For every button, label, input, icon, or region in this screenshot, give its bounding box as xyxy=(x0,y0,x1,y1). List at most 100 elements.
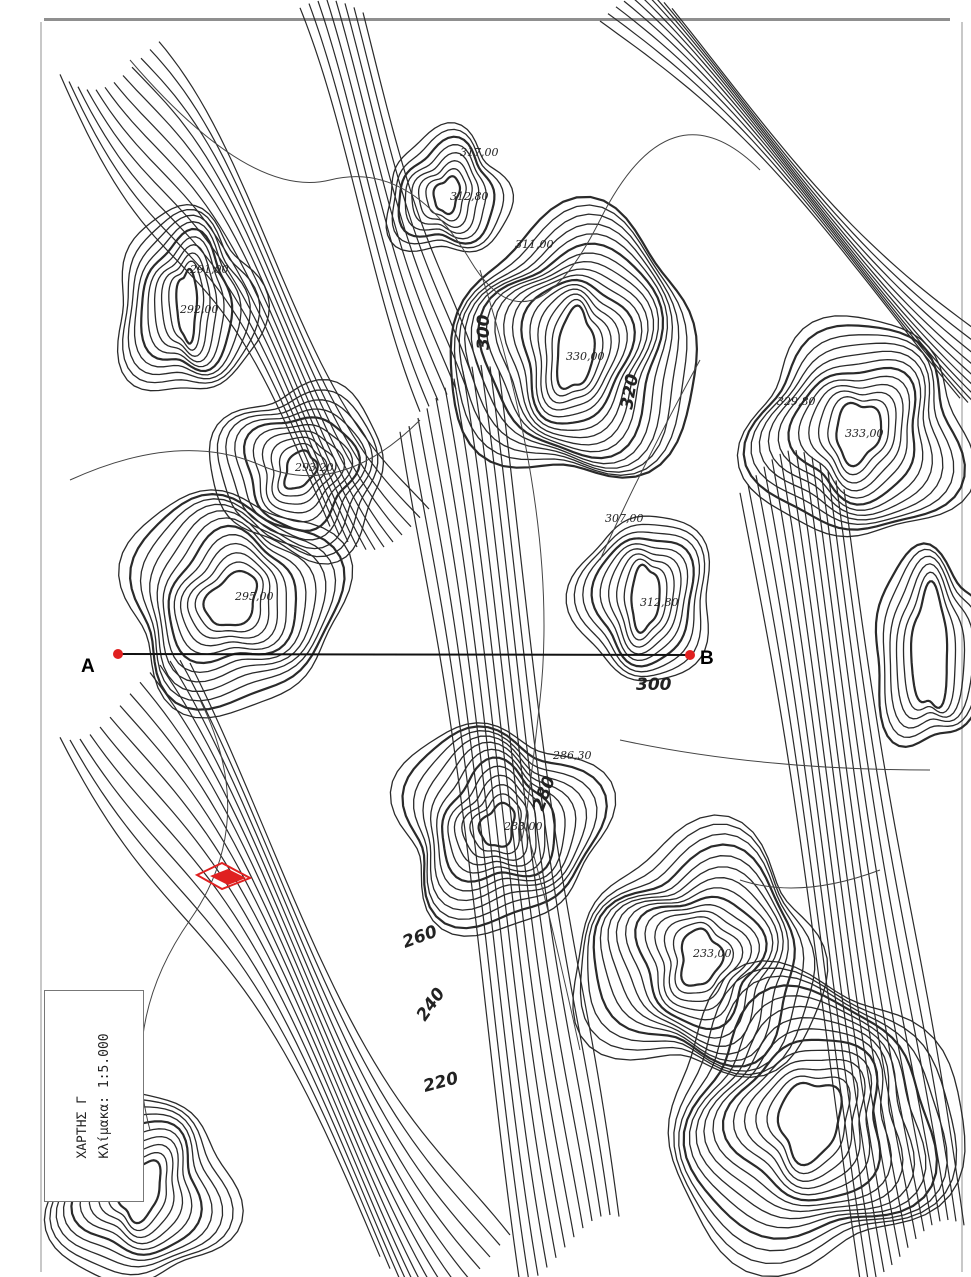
contour-line xyxy=(385,122,515,253)
contour-line xyxy=(216,389,379,558)
spot-elevation: 312,80 xyxy=(640,596,679,609)
contour-line xyxy=(671,8,971,328)
contour-label-300-east: 300 xyxy=(636,675,672,695)
contour-line xyxy=(835,401,883,468)
spot-elevation: 312,80 xyxy=(450,190,489,203)
contour-line xyxy=(795,450,917,1240)
contour-line xyxy=(464,223,674,469)
spot-elevation: 317,00 xyxy=(460,146,499,159)
contour-line xyxy=(777,358,924,511)
contour-line xyxy=(69,739,391,1269)
contour-line xyxy=(544,293,612,404)
contour-line xyxy=(743,1058,866,1190)
contour-line xyxy=(787,450,909,1248)
contour-line xyxy=(672,921,735,994)
contour-line xyxy=(133,221,242,376)
contour-line xyxy=(77,86,349,543)
contour-line xyxy=(607,866,784,1055)
contour-line xyxy=(95,89,367,550)
contour-line xyxy=(147,236,225,368)
contour-line xyxy=(758,342,944,521)
profile-line-ab xyxy=(117,653,691,656)
contour-line xyxy=(122,75,394,543)
stream-path xyxy=(69,419,421,481)
contour-line xyxy=(470,233,669,465)
contour-line xyxy=(277,442,328,497)
spot-elevation: 333,00 xyxy=(845,427,884,440)
contour-line xyxy=(721,1038,882,1202)
contour-line xyxy=(843,489,965,1226)
contour-label-280: 280 xyxy=(529,773,560,813)
contour-line xyxy=(104,86,376,551)
contour-line xyxy=(202,569,259,627)
contour-line xyxy=(787,366,917,506)
contour-line xyxy=(208,379,385,565)
spot-elevation: 311,00 xyxy=(515,238,554,251)
contour-line xyxy=(234,408,368,541)
contour-line xyxy=(827,471,949,1221)
contour-line xyxy=(624,887,774,1039)
contour-line xyxy=(158,41,430,510)
map-legend: ΧΑΡΤΗΣ Γ Κλίμακα: 1:5.000 xyxy=(44,990,144,1202)
contour-line xyxy=(391,128,505,249)
contour-line xyxy=(680,927,725,987)
viewpoint-eye-icon xyxy=(194,861,253,891)
scan-right-edge xyxy=(961,22,963,1272)
contour-line xyxy=(779,453,901,1257)
stream-path xyxy=(599,359,701,561)
contour-line xyxy=(425,168,467,222)
contour-line xyxy=(159,664,481,1270)
contour-line xyxy=(511,274,643,431)
contour-line xyxy=(550,298,604,397)
contour-line xyxy=(453,378,575,1238)
contour-line xyxy=(140,57,412,528)
legend-title: ΧΑΡΤΗΣ Γ xyxy=(75,1095,90,1159)
contour-line xyxy=(910,580,949,709)
contour-line xyxy=(399,431,520,1277)
contour-line xyxy=(615,6,971,401)
contour-line xyxy=(755,475,877,1277)
contour-line xyxy=(453,204,688,476)
contour-line xyxy=(742,324,966,531)
contour-line xyxy=(882,548,971,738)
contour-line xyxy=(79,738,400,1277)
contour-line xyxy=(179,659,501,1246)
contour-label-240: 240 xyxy=(413,984,450,1025)
spot-elevation: 291,00 xyxy=(189,263,229,276)
contour-line xyxy=(477,801,516,848)
contour-line xyxy=(162,517,307,674)
contour-line xyxy=(335,0,457,390)
contour-line xyxy=(326,0,448,395)
scan-top-edge xyxy=(44,18,950,21)
spot-elevation: 295,00 xyxy=(234,590,274,603)
contour-line xyxy=(270,436,337,505)
contour-line xyxy=(173,534,287,655)
contour-line xyxy=(797,375,911,499)
spot-elevation: 330,00 xyxy=(566,350,605,363)
scan-left-edge xyxy=(40,22,42,1272)
contour-line xyxy=(663,2,971,341)
contour-line xyxy=(776,1081,843,1167)
contour-line xyxy=(408,425,529,1277)
contour-line xyxy=(739,492,861,1277)
contour-line xyxy=(819,463,941,1222)
contour-line xyxy=(477,242,665,460)
contour-line xyxy=(225,399,373,550)
spot-elevation: 329,80 xyxy=(777,395,816,408)
contour-line xyxy=(766,1075,851,1175)
contour-line xyxy=(503,268,649,439)
stream-path xyxy=(619,739,931,771)
contour-line xyxy=(344,3,466,385)
contour-line xyxy=(127,214,251,380)
contour-line xyxy=(411,152,480,235)
contour-line xyxy=(703,1017,904,1213)
contour-line xyxy=(168,260,205,351)
contour-line xyxy=(189,662,511,1236)
contour-line xyxy=(599,543,689,662)
stream-path xyxy=(739,869,881,889)
point-b-label: B xyxy=(700,648,714,669)
contour-line xyxy=(86,89,358,548)
contour-line xyxy=(634,0,971,385)
contour-line xyxy=(630,563,661,634)
